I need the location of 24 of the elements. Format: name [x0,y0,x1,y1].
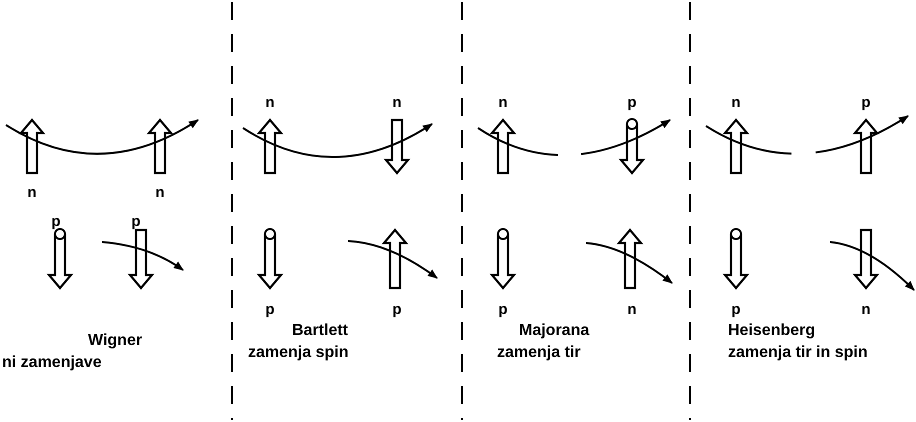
particle-label: p [131,214,141,229]
particle-label: n [731,95,741,110]
particle-label: n [265,95,275,110]
force-name: Heisenberg [728,323,816,339]
particle-label: p [392,302,402,317]
particle-label: p [731,302,741,317]
particle-label: n [155,185,165,200]
force-name: Wigner [88,333,142,349]
particle-label: p [51,214,61,229]
particle-label: n [27,185,37,200]
particle-label: p [498,302,508,317]
force-name: Majorana [519,323,590,339]
particle-label: p [861,95,871,110]
particle-label: p [627,95,637,110]
particle-label: n [392,95,402,110]
particle-label: n [861,302,871,317]
particle-label: n [498,95,508,110]
exchange-description: ni zamenjave [2,355,102,371]
exchange-description: zamenja tir [497,345,581,361]
exchange-description: zamenja tir in spin [728,345,868,361]
exchange-description: zamenja spin [248,345,348,361]
force-name: Bartlett [292,323,348,339]
particle-label: p [265,302,275,317]
particle-label: n [627,302,637,317]
